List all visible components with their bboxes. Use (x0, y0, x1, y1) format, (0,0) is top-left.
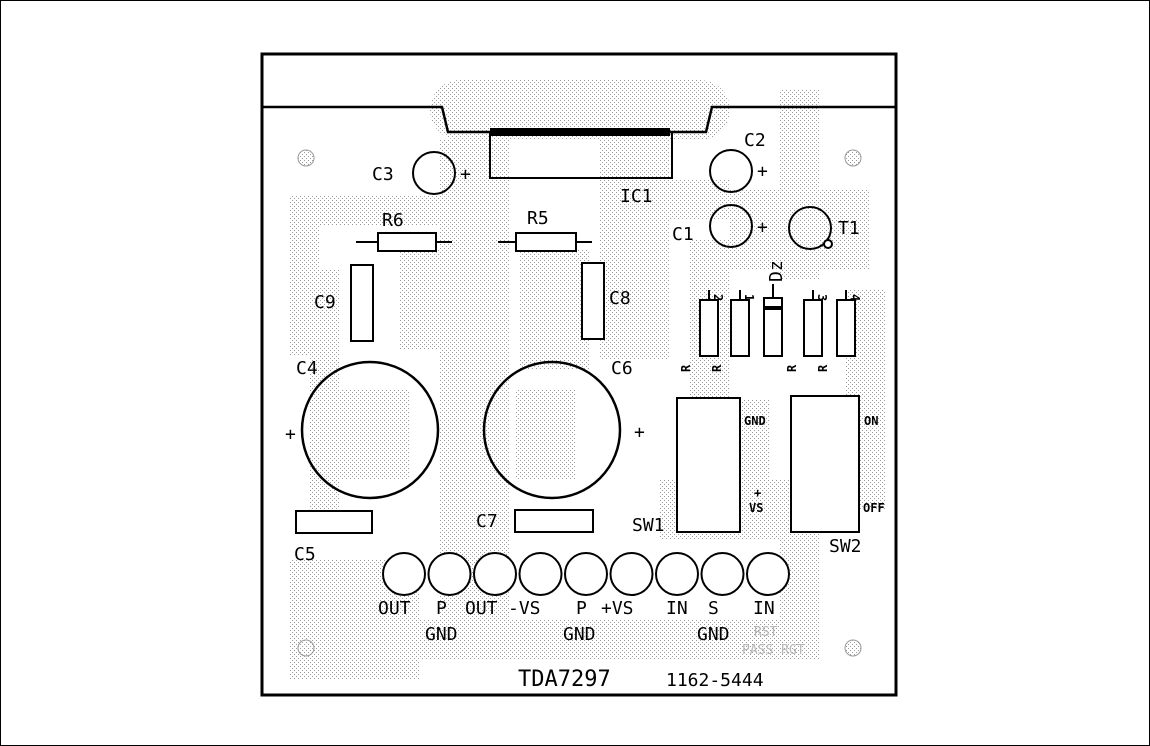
c5-label: C5 (294, 544, 316, 565)
connector-pin (473, 552, 517, 596)
c2-label: C2 (744, 130, 766, 151)
connector-pin (655, 552, 699, 596)
pin-label-gnd-1: GND (425, 624, 458, 645)
pin-label-in-2: IN (753, 598, 775, 619)
c2-plus-mark: + (757, 161, 768, 182)
c7-label: C7 (476, 511, 498, 532)
c7-capacitor (514, 509, 594, 533)
sw2-label: SW2 (829, 536, 862, 557)
t1-pin-marker (823, 239, 833, 249)
r4-number-label: 4 (848, 294, 862, 301)
r2-letter-label: R (679, 364, 693, 372)
c5-capacitor (295, 510, 373, 534)
mounting-holes (297, 149, 862, 657)
c6-label: C6 (611, 358, 633, 379)
t1-label: T1 (838, 218, 860, 239)
c9-capacitor (350, 264, 374, 342)
pin-label-in-1: IN (666, 598, 688, 619)
c1-label: C1 (672, 224, 694, 245)
c8-capacitor (581, 262, 605, 340)
c6-capacitor (482, 360, 622, 500)
pin-labels: OUT P OUT -VS P +VS IN S IN GND GND GND (378, 598, 775, 645)
dz-label: Dz (766, 260, 787, 282)
r3-letter-label: R (785, 364, 799, 372)
pin-label-plus-vs: +VS (601, 598, 634, 619)
connector-pin (427, 552, 472, 596)
connector-pin (700, 552, 745, 596)
r4-letter-label: R (816, 364, 830, 372)
t1-transistor (788, 206, 832, 250)
r6-resistor (356, 232, 452, 252)
pin-label-minus-vs: -VS (508, 598, 541, 619)
c4-capacitor (300, 360, 440, 500)
r1-letter-label: R (710, 364, 724, 372)
r3-number-label: 3 (815, 294, 829, 301)
sw1-gnd-label: GND (744, 414, 766, 428)
r5-resistor (498, 232, 592, 252)
copper-traces (290, 80, 885, 680)
r1-number-label: 1 (742, 294, 756, 301)
c2-capacitor (709, 149, 753, 193)
footer-code: 1162-5444 (666, 670, 764, 691)
c8-label: C8 (609, 288, 631, 309)
footer-part-number: TDA7297 (518, 667, 611, 692)
c3-capacitor (412, 151, 456, 195)
c4-label: C4 (296, 358, 318, 379)
sw2-off-label: OFF (863, 501, 885, 515)
c6-plus-mark: + (634, 422, 645, 443)
ic1-label: IC1 (620, 186, 653, 207)
pin-label-s: S (708, 598, 719, 619)
r6-label: R6 (382, 210, 404, 231)
connector-pin (382, 552, 426, 596)
pin-label-out-2: OUT (465, 598, 498, 619)
sw1-plus-mark: + (754, 486, 761, 500)
pin-label-p-2: P (576, 598, 587, 619)
zener-diode (763, 284, 783, 357)
c1-plus-mark: + (757, 217, 768, 238)
ic1-heatsink-tab (490, 128, 670, 136)
pin-label-gnd-2: GND (563, 624, 596, 645)
sw1-label: SW1 (632, 515, 665, 536)
sw1-vs-label: VS (749, 501, 763, 515)
connector-pin (609, 552, 654, 596)
r5-label: R5 (527, 208, 549, 229)
sw2-on-label: ON (864, 414, 878, 428)
connector-pin (564, 552, 608, 596)
pin-label-gnd-3: GND (697, 624, 730, 645)
connector-pins (382, 552, 790, 596)
resistor-bank (699, 290, 856, 357)
connector-pin (518, 552, 563, 596)
sw2-switch (790, 395, 860, 533)
c9-label: C9 (314, 292, 336, 313)
ghost-text-rst: RST (754, 625, 778, 640)
c4-plus-mark: + (285, 424, 296, 445)
sw1-switch (676, 397, 741, 533)
pin-label-out-1: OUT (378, 598, 411, 619)
ghost-text-pass-rgt: PASS RGT (742, 643, 805, 658)
c3-plus-mark: + (460, 164, 471, 185)
connector-pin (746, 552, 790, 596)
c1-capacitor (709, 204, 753, 248)
c3-label: C3 (372, 164, 394, 185)
pin-label-p-1: P (436, 598, 447, 619)
r2-number-label: 2 (711, 294, 725, 301)
